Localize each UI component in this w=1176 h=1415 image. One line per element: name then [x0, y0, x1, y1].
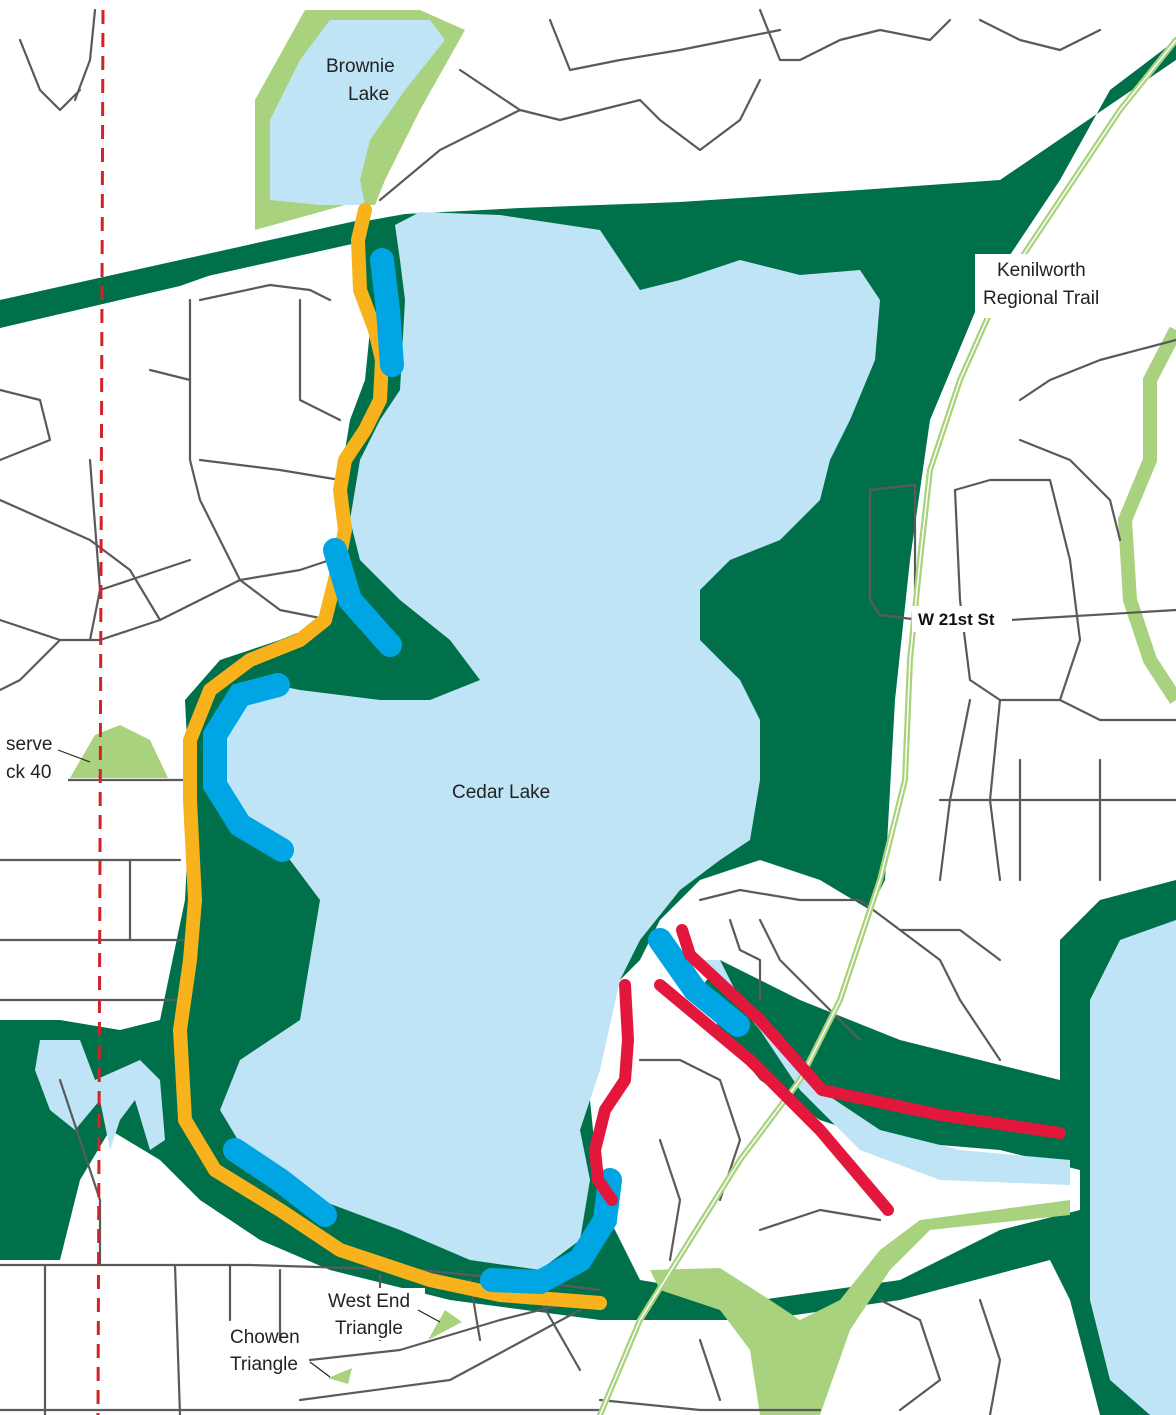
chowen-label: Chowen: [230, 1327, 300, 1348]
green-se-ribbon: [650, 1200, 1070, 1415]
kenilworth-label-bg: [975, 254, 1125, 318]
route-red-segment[interactable]: [676, 924, 1066, 1139]
west-end-label: West End: [328, 1291, 410, 1312]
kenilworth-label: Kenilworth: [997, 260, 1086, 281]
green-east-ribbon: [1117, 326, 1176, 704]
chowen-leader: [309, 1361, 331, 1378]
route-blue-segment[interactable]: [370, 248, 404, 377]
green-preserve: [70, 725, 168, 778]
route-blue-segment[interactable]: [480, 1168, 622, 1295]
route-blue-segment[interactable]: [203, 673, 294, 862]
preserve-label-bg: [0, 732, 68, 792]
preserve-label: serve: [6, 734, 52, 755]
route-red-segment[interactable]: [654, 979, 894, 1216]
cedar-lake-label: Cedar Lake: [452, 782, 550, 803]
street-network: [0, 8, 1176, 1415]
boundary-line: [96, 9, 105, 1415]
water-layer: [35, 20, 1176, 1415]
west-end-label: Triangle: [335, 1318, 403, 1339]
w21st-label-bg: [912, 606, 1012, 632]
w21st-label: W 21st St: [918, 610, 995, 629]
cedar-lake-water[interactable]: [215, 212, 880, 1270]
route-orange[interactable]: [173, 203, 607, 1310]
brownie-lake-water[interactable]: [270, 20, 445, 205]
kenilworth-trail[interactable]: [597, 37, 1176, 1415]
green-chowen: [328, 1368, 352, 1384]
west-end-leader: [417, 1309, 441, 1323]
route-blue-segment[interactable]: [648, 928, 750, 1037]
parkland-north-strip: [0, 220, 370, 328]
route-blue-segment[interactable]: [223, 1138, 337, 1227]
west-end-label-bg: [325, 1288, 425, 1340]
route-blue-segment[interactable]: [323, 538, 402, 657]
route-red[interactable]: [589, 924, 1066, 1216]
channel-water: [700, 960, 1070, 1185]
east-lake-water[interactable]: [1090, 920, 1176, 1415]
brownie-lake-label: Lake: [348, 84, 389, 105]
chowen-label: Triangle: [230, 1354, 298, 1375]
route-blue[interactable]: [203, 248, 750, 1295]
green-west-end: [428, 1310, 462, 1340]
preserve-leader: [57, 749, 91, 763]
kenilworth-label: Regional Trail: [983, 288, 1099, 309]
route-red-segment[interactable]: [589, 979, 634, 1206]
labels: Brownie Lake Kenilworth Regional Trail W…: [0, 56, 1125, 1378]
brownie-lake-label: Brownie: [326, 56, 395, 77]
preserve-label: ck 40: [6, 762, 51, 783]
